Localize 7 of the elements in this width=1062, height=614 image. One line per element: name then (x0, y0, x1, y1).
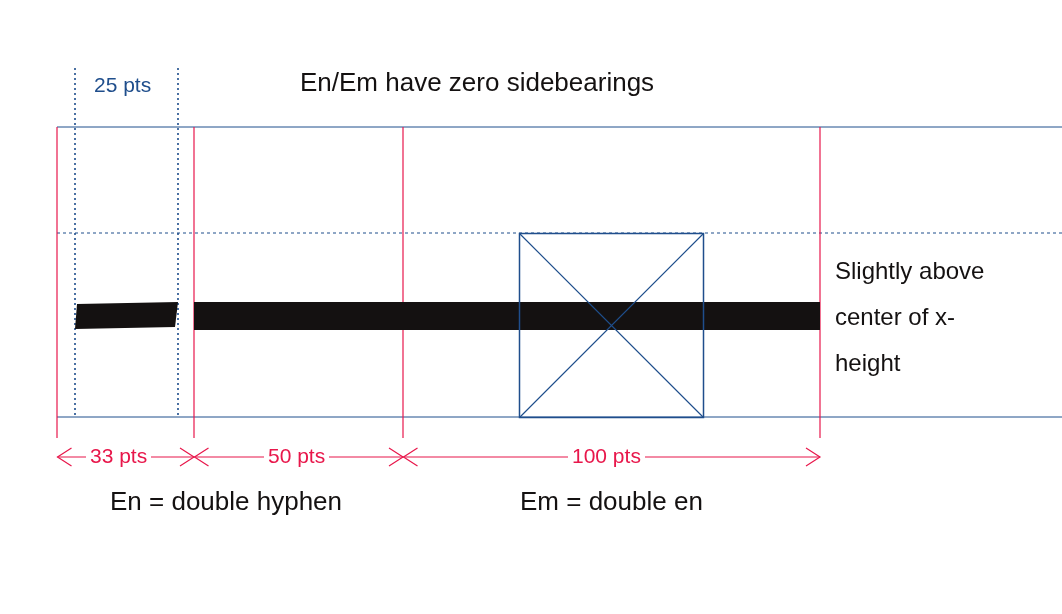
hyphen-glyph (75, 302, 178, 329)
dimension-label: 25 pts (94, 72, 152, 98)
title: En/Em have zero sidebearings (300, 67, 655, 99)
dash-glyph (194, 302, 820, 330)
caption-text: En = double hyphen (110, 486, 343, 518)
caption-text: Em = double en (520, 486, 703, 518)
annotation-text: Slightly above center of x-height (835, 256, 986, 378)
